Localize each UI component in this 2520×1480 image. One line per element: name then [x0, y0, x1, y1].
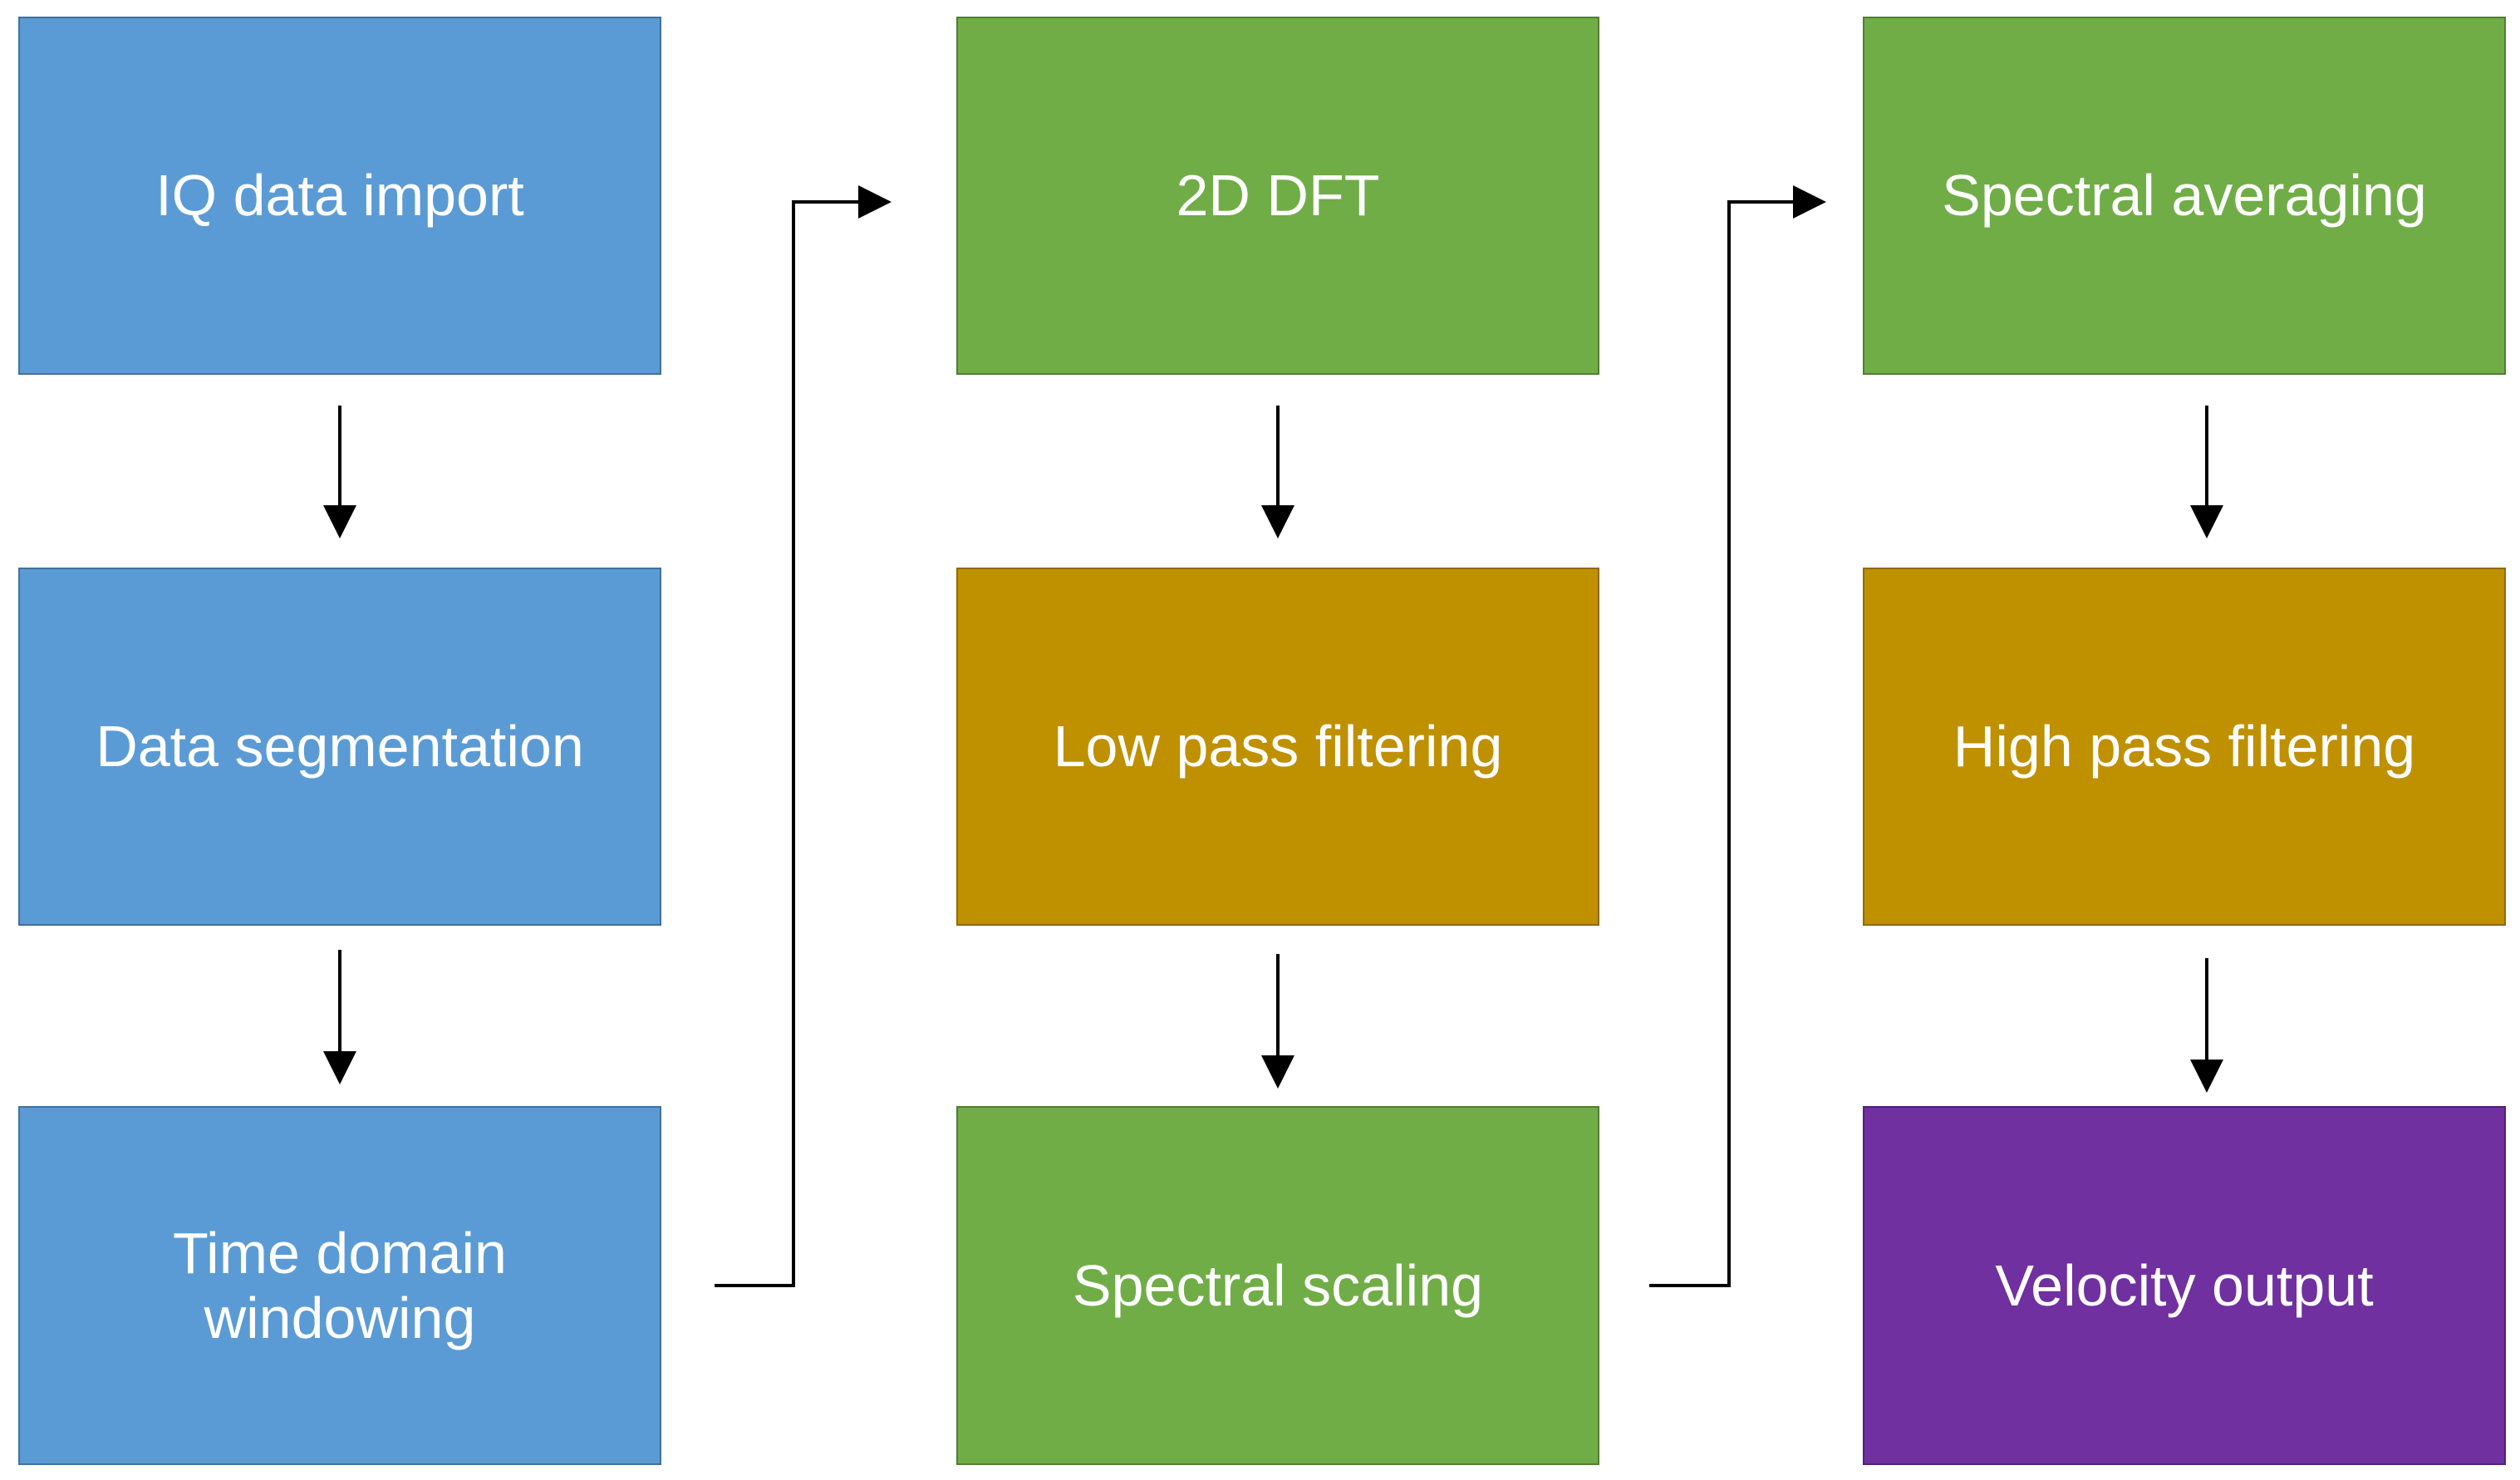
velocity-output-box: Velocity output: [1863, 1106, 2506, 1465]
spectral-averaging-box: Spectral averaging: [1863, 17, 2506, 375]
dft-2d-box: 2D DFT: [956, 17, 1599, 375]
data-segmentation-label: Data segmentation: [96, 714, 584, 779]
dft-2d-label: 2D DFT: [1176, 163, 1380, 229]
high-pass-filtering-label: High pass filtering: [1953, 714, 2416, 779]
spectral-scaling-box: Spectral scaling: [956, 1106, 1599, 1465]
iq-data-import-label: IQ data import: [155, 163, 524, 229]
time-domain-windowing-box: Time domain windowing: [18, 1106, 661, 1465]
velocity-output-label: Velocity output: [1995, 1252, 2374, 1318]
arrow-windowing-to-2d-dft: [715, 185, 892, 1287]
arrow-scaling-to-averaging: [1649, 185, 1826, 1287]
data-segmentation-box: Data segmentation: [18, 568, 661, 926]
spectral-averaging-label: Spectral averaging: [1942, 163, 2427, 229]
low-pass-filtering-box: Low pass filtering: [956, 568, 1599, 926]
high-pass-filtering-box: High pass filtering: [1863, 568, 2506, 926]
low-pass-filtering-label: Low pass filtering: [1053, 714, 1503, 779]
spectral-scaling-label: Spectral scaling: [1072, 1252, 1484, 1318]
time-domain-windowing-label: Time domain windowing: [173, 1220, 507, 1350]
iq-data-import-box: IQ data import: [18, 17, 661, 375]
